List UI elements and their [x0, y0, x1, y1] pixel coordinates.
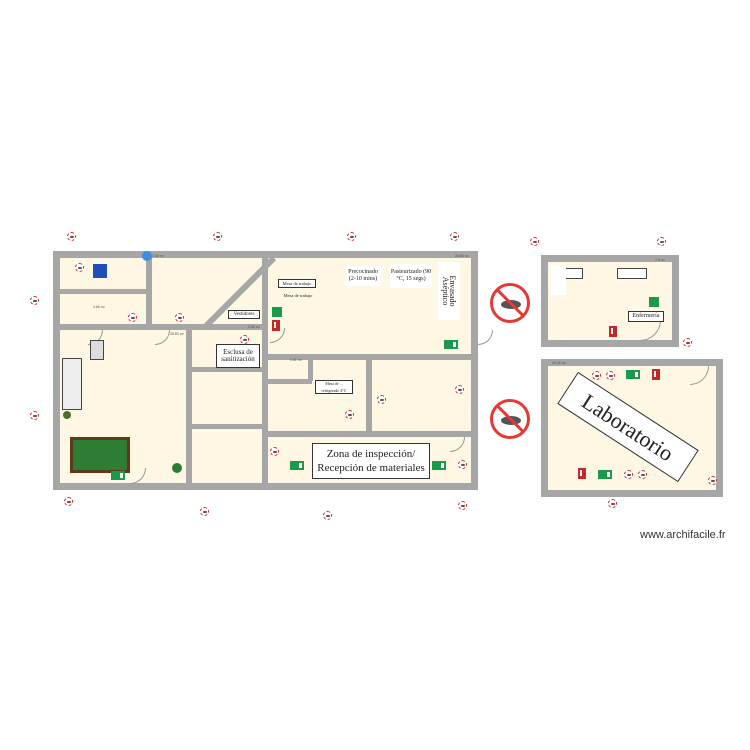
table [617, 268, 647, 279]
wall [262, 431, 478, 437]
wall [53, 324, 265, 330]
area-label: 29.35 m² [552, 361, 566, 365]
room-label-enfermeria: Enfermería [628, 311, 664, 322]
rodent-trap-icon [708, 476, 717, 485]
fire-extinguisher-icon [272, 320, 280, 331]
sofa [62, 358, 82, 410]
rodent-trap-icon [175, 313, 184, 322]
fire-extinguisher-icon [578, 468, 586, 479]
emergency-exit-icon [290, 461, 304, 470]
first-aid-icon [649, 297, 659, 307]
rodent-trap-icon [67, 232, 76, 241]
column-marker [142, 251, 152, 261]
rodent-trap-icon [638, 470, 647, 479]
rodent-trap-icon [200, 507, 209, 516]
first-aid-icon [272, 307, 282, 317]
rodent-trap-icon [606, 371, 615, 380]
rodent-trap-icon [608, 499, 617, 508]
label-mesa-trabajo: Mesa de trabajo [283, 293, 313, 298]
wall [186, 328, 192, 490]
label-mesa-trabajo: Mesa de trabajo [278, 279, 316, 288]
rodent-trap-icon [213, 232, 222, 241]
wall [308, 354, 313, 381]
rodent-trap-icon [530, 237, 539, 246]
rodent-trap-icon [75, 263, 84, 272]
plant-icon [63, 411, 71, 419]
wall [53, 289, 149, 294]
rodent-trap-icon [345, 410, 354, 419]
rodent-trap-icon [240, 335, 249, 344]
fire-extinguisher-icon [652, 369, 660, 380]
rodent-trap-icon [30, 296, 39, 305]
emergency-exit-icon [626, 370, 640, 379]
rodent-trap-icon [128, 313, 137, 322]
area-label: 3.66 m² [93, 305, 105, 309]
area-label: 7.6 m² [655, 258, 665, 262]
area-label: 0.81 m² [290, 358, 302, 362]
area-label: 2.66 m² [248, 325, 260, 329]
rodent-trap-icon [270, 447, 279, 456]
label-refrigerado: Mesa de ... refrigerado 4°C [315, 380, 353, 394]
wall [262, 251, 268, 490]
emergency-exit-icon [444, 340, 458, 349]
room-label-vestidores: Vestidores [228, 310, 260, 319]
room-label-inspeccion: Zona de inspección/ Recepción de materia… [312, 443, 430, 479]
wall [186, 367, 264, 372]
rodent-trap-icon [458, 501, 467, 510]
wall [146, 251, 152, 329]
emergency-exit-icon [432, 461, 446, 470]
rodent-trap-icon [347, 232, 356, 241]
billiard-table-icon [70, 437, 130, 473]
wall [366, 354, 372, 434]
fire-extinguisher-icon [609, 326, 617, 337]
room-label-esclusa: Esclusa de sanitización [216, 344, 260, 368]
rodent-trap-icon [683, 338, 692, 347]
rodent-trap-icon [377, 395, 386, 404]
rodent-trap-icon [592, 371, 601, 380]
room-label-pasteurizado: Pasteurizado (90 °C, 15 segs) [390, 264, 432, 288]
rodent-trap-icon [455, 385, 464, 394]
wheelchair-icon [93, 264, 107, 278]
room-label-envasado: Envasado Aséptico [438, 262, 460, 320]
emergency-exit-icon [111, 471, 125, 480]
rodent-trap-icon [657, 237, 666, 246]
rodent-trap-icon [458, 460, 467, 469]
watermark: www.archifacile.fr [640, 529, 726, 541]
area-label: 28.84 m² [455, 254, 469, 258]
wall [186, 424, 264, 429]
door[interactable] [478, 330, 493, 345]
rodent-trap-icon [64, 497, 73, 506]
no-rodents-sign-icon [490, 283, 530, 323]
rodent-trap-icon [30, 411, 39, 420]
plant-icon [172, 463, 182, 473]
wall [262, 379, 312, 384]
emergency-exit-icon [598, 470, 612, 479]
sink-counter [90, 340, 104, 360]
area-label: 28.83 m² [170, 332, 184, 336]
no-rodents-sign-icon [490, 399, 530, 439]
rodent-trap-icon [323, 511, 332, 520]
rodent-trap-icon [450, 232, 459, 241]
rodent-trap-icon [624, 470, 633, 479]
room-label-precocinado: Precocinado (2-10 mins) [345, 266, 381, 286]
bed [551, 265, 566, 295]
area-label: 7.26 m² [152, 254, 164, 258]
